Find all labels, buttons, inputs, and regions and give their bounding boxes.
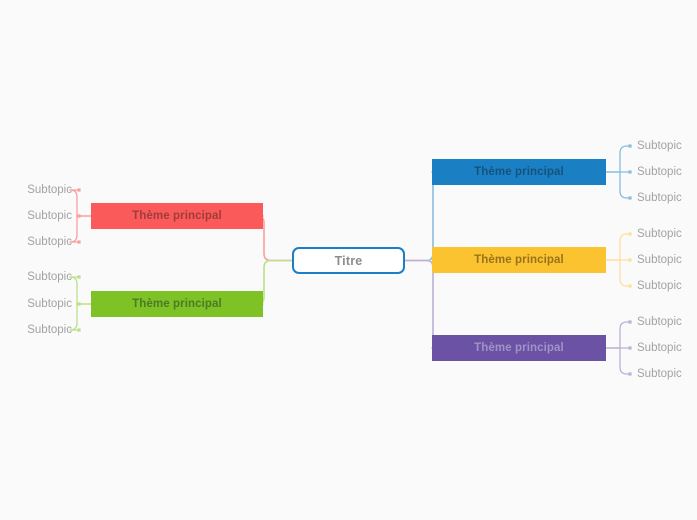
topic-box-blue[interactable]: Thème principal <box>432 159 606 185</box>
subtopic-label[interactable]: Subtopic <box>27 298 72 310</box>
topic-box-label: Thème principal <box>474 342 564 354</box>
topic-box-green[interactable]: Thème principal <box>91 291 263 317</box>
topic-box-purple[interactable]: Thème principal <box>432 335 606 361</box>
subtopic-label[interactable]: Subtopic <box>637 280 682 292</box>
topic-box-label: Thème principal <box>474 254 564 266</box>
root-node-label: Titre <box>334 253 363 268</box>
subtopic-label[interactable]: Subtopic <box>637 316 682 328</box>
subtopic-label[interactable]: Subtopic <box>637 192 682 204</box>
topic-box-red[interactable]: Thème principal <box>91 203 263 229</box>
subtopic-label[interactable]: Subtopic <box>637 368 682 380</box>
subtopic-label[interactable]: Subtopic <box>27 184 72 196</box>
subtopic-label[interactable]: Subtopic <box>637 254 682 266</box>
subtopic-label[interactable]: Subtopic <box>637 342 682 354</box>
subtopic-label[interactable]: Subtopic <box>27 236 72 248</box>
topic-box-label: Thème principal <box>474 166 564 178</box>
topic-box-label: Thème principal <box>132 298 222 310</box>
subtopic-label[interactable]: Subtopic <box>637 166 682 178</box>
subtopic-label[interactable]: Subtopic <box>637 228 682 240</box>
subtopic-label[interactable]: Subtopic <box>27 271 72 283</box>
topic-box-label: Thème principal <box>132 210 222 222</box>
topic-box-yellow[interactable]: Thème principal <box>432 247 606 273</box>
root-node[interactable]: Titre <box>292 247 405 274</box>
subtopic-label[interactable]: Subtopic <box>27 210 72 222</box>
subtopic-label[interactable]: Subtopic <box>27 324 72 336</box>
subtopic-label[interactable]: Subtopic <box>637 140 682 152</box>
